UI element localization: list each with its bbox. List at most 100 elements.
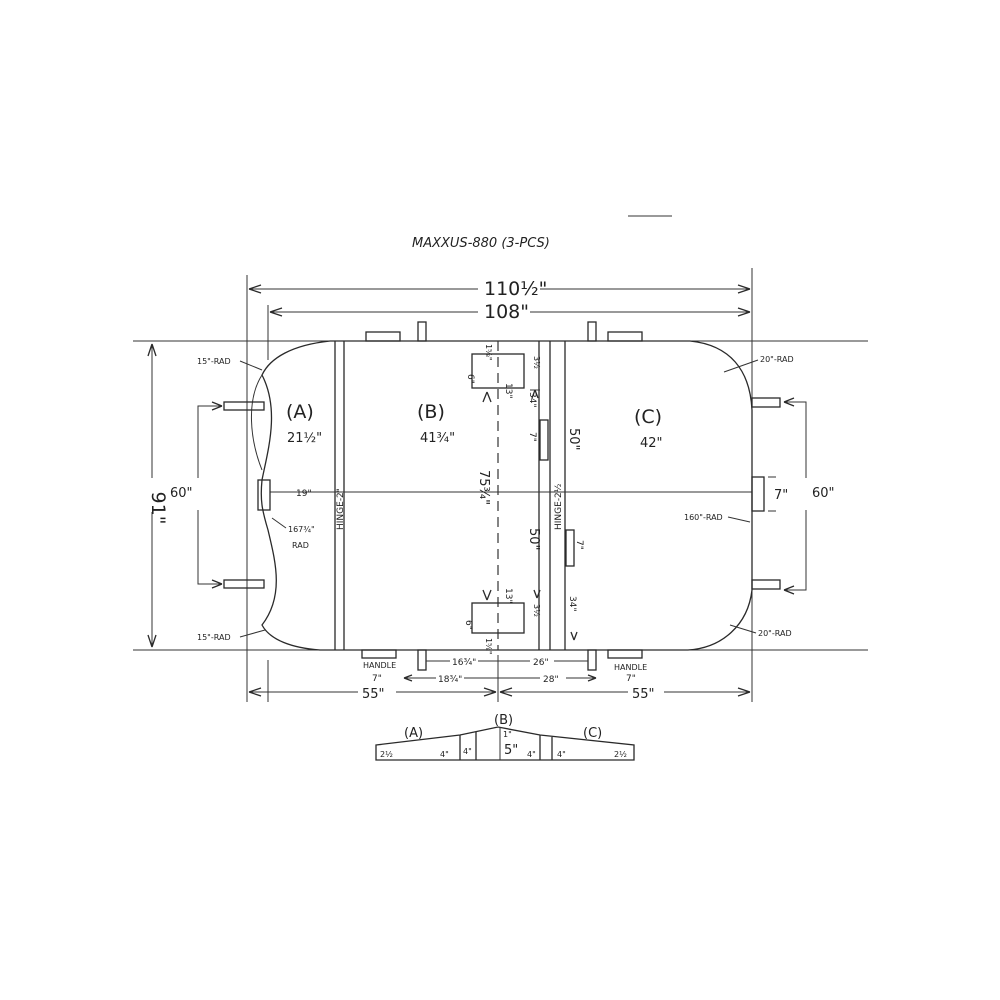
section-c-label: (C) [634,406,662,428]
fin-bottom-side: 3½ [532,604,541,617]
profile-c-inner: 4" [557,750,566,759]
right-fin-bottom [751,579,781,590]
top-pad-right [607,331,643,342]
fin-top-height: 6" [465,374,475,384]
profile-edge-left: 2½ [380,750,393,759]
dim-7-mid-a-value: 7" [527,432,537,442]
profile-b-label: (B) [494,713,513,728]
top-fin-left [417,321,427,342]
dim-28-value: 28" [543,675,559,685]
dim-50-right-value: 50" [566,428,581,451]
dimension-right-handle: 7" [768,476,788,512]
profile-outline [375,726,635,761]
handle-left-plate [361,649,397,659]
dim-34-top-value: 34" [527,392,537,408]
profile-b-center: 5" [504,743,518,758]
section-c-width: 42" [640,436,663,451]
right-handle [751,476,765,512]
dim-16-value: 16¾" [452,658,476,668]
left-span-value: 60" [170,486,193,501]
cross-section-profile: (A) (B) (C) 2½ 4" 4" 1" 5" 4" 4" 2½ [375,713,635,761]
profile-a-inner: 4" [440,750,449,759]
rad-15-bottom: 15"-RAD [197,633,231,642]
left-fin-top [223,401,265,411]
dimension-right-60: 60" [783,397,835,595]
board-outline [260,340,753,651]
left-edge-curve [250,374,263,471]
rad-167: 167¾" [288,525,315,534]
right-fin-top [751,397,781,408]
dim-13-bottom-value: 13" [503,588,513,604]
dim-34-bottom-value: 34" [567,596,577,612]
hinge-right-label: HINGE-2½ [554,483,564,530]
dim-75-value: 75¾" [476,470,491,505]
dimension-inner-width: 108" [269,301,751,323]
dimension-left-60: 60" [170,401,223,589]
handle-right-plate [607,649,643,659]
fin-top-offset: 1⅝" [484,344,493,361]
dim-18-value: 18¾" [438,675,462,685]
profile-edge-right: 2½ [614,750,627,759]
dim-19-value: 19" [296,489,312,499]
height-value: 91" [147,492,169,525]
rad-160-leader [727,516,751,523]
fin-box-top [471,353,525,389]
left-handle [257,479,271,511]
rad-167-sub: RAD [292,541,309,550]
profile-b-left: 4" [463,747,472,756]
dimension-hinge-positions: 34" 7" 50" 7" 50" 34" [526,389,584,641]
fin-top-side: 3½ [532,356,541,369]
top-pad-left [365,331,401,342]
overall-width-value: 110½" [484,278,547,300]
dimension-75: 75¾" 13" 13" [476,383,513,604]
half-right-value: 55" [632,687,655,702]
profile-c-label: (C) [583,726,602,741]
hinge-pin-bottom [565,529,575,567]
dim-13-top-value: 13" [503,383,513,399]
profile-b-peak: 1" [503,730,512,739]
section-a-width: 21½" [287,431,322,446]
fin-bottom-offset: 1⅝" [484,638,493,655]
dimension-halves: 55" 55" [248,687,751,702]
right-handle-value: 7" [774,488,788,503]
rad-20-bottom-leader [729,624,757,634]
hinge-left-label: HINGE-2" [336,488,346,530]
handle-left-label: HANDLE [363,661,396,670]
rad-15-top: 15"-RAD [197,357,231,366]
left-fin-bottom [223,579,265,589]
half-left-value: 55" [362,687,385,702]
handle-left-dim: 7" [372,674,382,684]
right-span-value: 60" [812,486,835,501]
top-fin-right [587,321,597,342]
dim-7-mid-b-value: 7" [574,540,584,550]
rad-15-top-leader [239,360,263,371]
bottom-fin-left [417,649,427,671]
rad-20-top-leader [723,359,759,373]
rad-20-top: 20"-RAD [760,355,794,364]
profile-a-label: (A) [404,726,423,741]
rad-167-leader [271,517,287,529]
hinge-pin-top [539,419,549,461]
dimension-bottom-row-2: 18¾" 28" [403,674,597,685]
rad-15-bottom-leader [239,629,266,638]
dimension-height: 91" [147,343,169,648]
fin-bottom-height: 6" [463,620,473,630]
section-a-label: (A) [286,401,314,423]
fin-box-bottom [471,602,525,634]
bottom-fin-right [587,649,597,671]
dimension-bottom-row-1: 16¾" 26" [426,658,588,668]
dimension-19: 19" [272,489,333,499]
dim-26-value: 26" [533,658,549,668]
dim-50-left-value: 50" [526,528,541,551]
dimension-overall-width: 110½" [248,278,751,300]
rad-20-bottom: 20"-RAD [758,629,792,638]
section-b-width: 41¾" [420,431,455,446]
section-b-label: (B) [417,401,445,423]
handle-right-dim: 7" [626,674,636,684]
rad-160: 160"-RAD [684,513,723,522]
drawing-title: MAXXUS-880 (3-PCS) [412,236,550,251]
inner-width-value: 108" [484,301,529,323]
profile-b-right: 4" [527,750,536,759]
handle-right-label: HANDLE [614,663,647,672]
